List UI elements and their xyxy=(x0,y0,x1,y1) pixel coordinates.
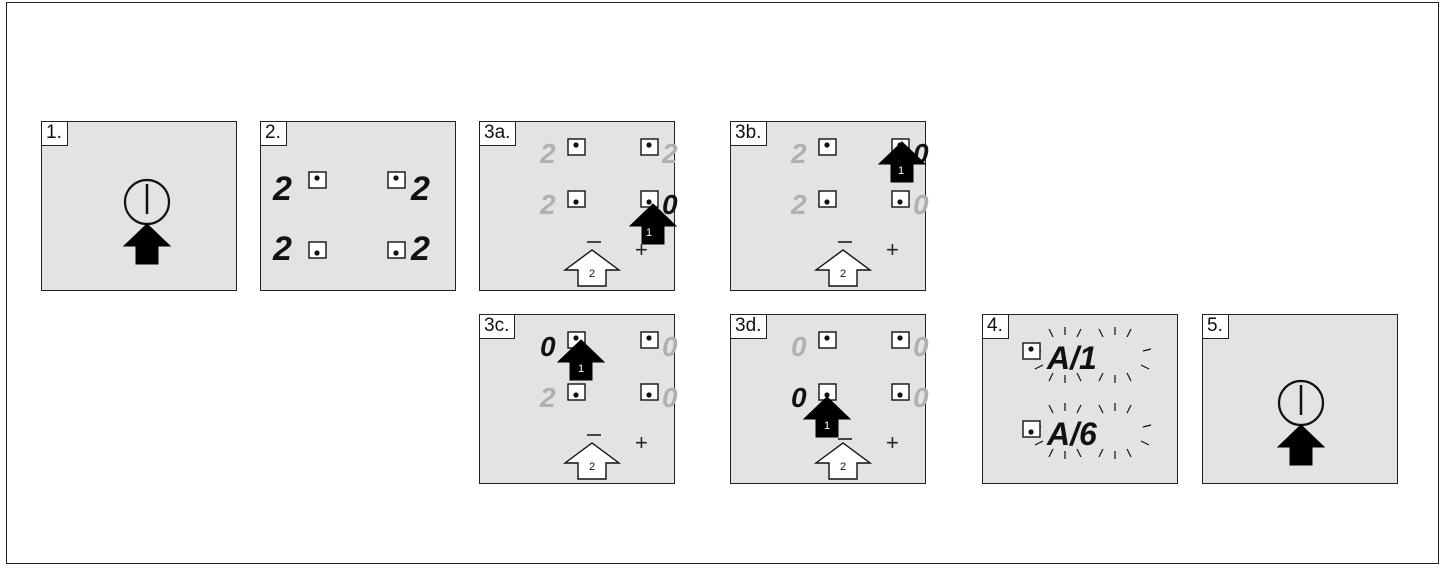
zone-indicator-top-left xyxy=(308,171,327,189)
zone-digit-rear-right: 2 xyxy=(410,230,430,268)
panel-step-3b: 3b. 2 0 2 0 1 2 + xyxy=(730,121,929,291)
zone-indicator-top-right xyxy=(640,331,659,349)
power-icon xyxy=(1277,379,1325,427)
zone-digit-rear-left: 2 xyxy=(272,230,292,268)
zone-indicator-bottom-right xyxy=(891,383,910,401)
panel-step-5: 5. xyxy=(1202,314,1398,484)
zone-digit-front-left: 0 xyxy=(540,331,556,362)
zone-indicator-bottom-left xyxy=(567,383,586,401)
power-touch-illustration xyxy=(123,178,171,265)
zone-digit-front-right: 2 xyxy=(661,138,678,169)
power-icon xyxy=(123,178,171,226)
zone-indicator-bottom-right xyxy=(891,190,910,208)
zone-indicator-top-left xyxy=(818,331,837,349)
power-touch-illustration xyxy=(1277,379,1325,466)
plus-sign: + xyxy=(886,237,899,262)
zone-indicator-bottom-left xyxy=(567,190,586,208)
zone-digit-front-left: 0 xyxy=(791,331,807,362)
error-code-bottom: A/6 xyxy=(1046,416,1097,452)
panel-step-1: 1. xyxy=(41,121,237,291)
zone-digit-rear-right: 0 xyxy=(913,382,929,413)
panel-step-3a: 3a. 2 2 2 0 1 2 + xyxy=(479,121,678,291)
push-arrow-icon xyxy=(123,223,171,265)
zone-digit-rear-left: 2 xyxy=(790,189,807,220)
step-label: 5. xyxy=(1203,315,1229,339)
plus-sign: + xyxy=(886,430,899,455)
zone-indicator-top-left xyxy=(818,138,837,156)
step-label: 3a. xyxy=(480,122,517,146)
cooking-zones-display: 2 2 2 2 xyxy=(272,170,430,268)
step-label: 1. xyxy=(42,122,68,146)
step-label: 3c. xyxy=(480,315,516,339)
zone-indicator-top-right xyxy=(640,138,659,156)
zone-digit-rear-right: 0 xyxy=(662,189,678,220)
zone-digit-front-right: 2 xyxy=(410,170,430,208)
panel-step-3d: 3d. 0 0 0 0 1 2 + xyxy=(730,314,929,484)
zone-indicator-bottom-right xyxy=(640,383,659,401)
panel-step-2: 2. 2 2 2 2 xyxy=(260,121,456,291)
zone-digit-rear-right: 0 xyxy=(662,382,678,413)
arrow-label-2: 2 xyxy=(840,461,846,473)
zone-indicator-bottom xyxy=(1022,420,1041,438)
panel-step-4: 4. A/1 A/6 xyxy=(982,314,1178,484)
step-label: 2. xyxy=(261,122,287,146)
step-label: 4. xyxy=(983,315,1009,339)
zone-indicator-top xyxy=(1022,342,1041,360)
arrow-label-2: 2 xyxy=(589,268,595,280)
zone-indicator-bottom-right xyxy=(387,241,406,259)
step-label: 3b. xyxy=(731,122,768,146)
zone-digit-rear-left: 2 xyxy=(539,189,556,220)
zone-digit-rear-right: 0 xyxy=(913,189,929,220)
zone-indicator-top-left xyxy=(567,138,586,156)
zone-indicator-bottom-left xyxy=(818,190,837,208)
arrow-label-2: 2 xyxy=(589,461,595,473)
plus-sign: + xyxy=(635,430,648,455)
arrow-label-1: 1 xyxy=(898,165,904,177)
zone-digit-front-left: 2 xyxy=(539,138,556,169)
error-code-top: A/1 xyxy=(1046,340,1097,376)
zone-digit-rear-left: 0 xyxy=(791,382,807,413)
plus-sign: + xyxy=(635,237,648,262)
zone-digit-rear-left: 2 xyxy=(539,382,556,413)
push-arrow-icon xyxy=(1277,424,1325,466)
diagram-frame xyxy=(6,2,1439,564)
zone-indicator-top-right xyxy=(891,331,910,349)
zone-digit-front-right: 0 xyxy=(662,331,678,362)
arrow-label-2: 2 xyxy=(840,268,846,280)
zone-indicator-bottom-right xyxy=(640,190,659,208)
panel-step-3c: 3c. 0 0 2 0 1 2 + xyxy=(479,314,678,484)
step-label: 3d. xyxy=(731,315,768,339)
zone-indicator-top-right xyxy=(387,171,406,189)
arrow-label-1: 1 xyxy=(646,227,652,239)
zone-indicator-bottom-left xyxy=(308,241,327,259)
zone-digit-front-right: 0 xyxy=(913,331,929,362)
zone-digit-front-left: 2 xyxy=(272,170,292,208)
zone-digit-front-left: 2 xyxy=(790,138,807,169)
blinking-rays-top xyxy=(1032,327,1152,383)
arrow-label-1: 1 xyxy=(578,363,584,375)
arrow-label-1: 1 xyxy=(824,420,830,432)
